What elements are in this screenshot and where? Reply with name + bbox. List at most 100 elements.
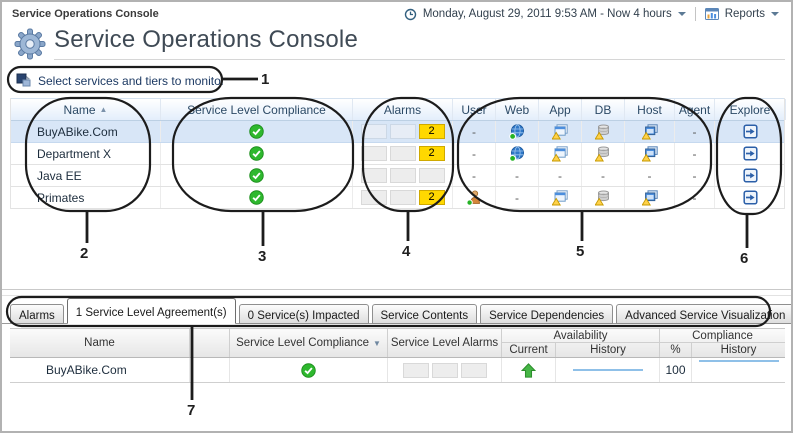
alarm-cell-empty: [389, 190, 416, 205]
column-header-service-level-compliance[interactable]: Service Level Compliance: [161, 99, 353, 120]
alarm-cell-empty: [460, 362, 487, 378]
column-header-name[interactable]: Name: [10, 329, 190, 357]
service-row[interactable]: Java EE------: [11, 165, 784, 187]
alarm-cell-empty: [360, 146, 387, 161]
app-tier-cell: [539, 121, 582, 142]
column-header-service-level-alarms[interactable]: Service Level Alarms: [388, 329, 502, 357]
up-arrow-icon: [521, 362, 536, 378]
select-services-icon: [16, 73, 32, 88]
compliance-cell: [161, 187, 353, 208]
tab-service-contents[interactable]: Service Contents: [371, 304, 478, 324]
column-header-availability-history[interactable]: History: [590, 344, 626, 357]
column-header-app[interactable]: App: [539, 99, 582, 120]
alarm-cells: 2: [360, 124, 445, 139]
topbar-divider: [694, 7, 696, 21]
service-name-cell[interactable]: BuyABike.Com: [11, 121, 161, 142]
column-header-db[interactable]: DB: [582, 99, 625, 120]
availability-history-cell[interactable]: [556, 358, 660, 382]
alarm-cells: 2: [360, 190, 445, 205]
tab-service-dependencies[interactable]: Service Dependencies: [480, 304, 614, 324]
no-data-dash: -: [692, 168, 697, 183]
user-tier-cell: -: [453, 165, 496, 186]
tab-alarms[interactable]: Alarms: [10, 304, 64, 324]
column-group-compliance: Compliance % History: [660, 329, 785, 357]
db-warning-icon: [595, 190, 611, 206]
alarm-cells: [402, 362, 487, 378]
time-range-selector[interactable]: Monday, August 29, 2011 9:53 AM - Now 4 …: [422, 8, 672, 20]
explore-cell[interactable]: [715, 143, 786, 164]
section-divider-2: [2, 295, 791, 296]
host-tier-cell: [625, 143, 675, 164]
column-header-alarms[interactable]: Alarms: [353, 99, 453, 120]
alarm-cell-empty: [418, 168, 445, 183]
column-header-explore[interactable]: Explore: [715, 99, 786, 120]
select-services-link[interactable]: Select services and tiers to monitor: [38, 73, 225, 88]
column-header-current[interactable]: Current: [502, 343, 556, 357]
alarm-cell-count[interactable]: 2: [418, 146, 445, 161]
check-icon: [249, 190, 264, 205]
sla-name-cell[interactable]: BuyABike.Com: [10, 358, 190, 382]
explore-icon[interactable]: [743, 190, 758, 205]
annotation-number-6: 6: [740, 250, 749, 267]
annotation-number-1: 1: [261, 71, 270, 88]
explore-icon[interactable]: [743, 168, 758, 183]
column-header-user[interactable]: User: [453, 99, 496, 120]
compliance-sparkline: [698, 360, 779, 362]
agent-tier-cell: -: [675, 187, 715, 208]
compliance-history-cell[interactable]: [692, 358, 785, 382]
tab-advanced-service-visualization[interactable]: Advanced Service Visualization: [616, 304, 791, 324]
column-header-percent[interactable]: %: [660, 343, 692, 357]
availability-group-label: Availability: [502, 329, 659, 344]
column-header-web[interactable]: Web: [496, 99, 539, 120]
time-range-dropdown-icon[interactable]: [677, 12, 686, 16]
alarm-cell-empty: [360, 190, 387, 205]
agent-tier-cell: -: [675, 165, 715, 186]
db-tier-cell: -: [582, 165, 625, 186]
service-name-cell[interactable]: Department X: [11, 143, 161, 164]
alarm-cells: 2: [360, 146, 445, 161]
no-data-dash: -: [558, 168, 562, 183]
explore-cell[interactable]: [715, 165, 786, 186]
explore-cell[interactable]: [715, 121, 786, 142]
reports-dropdown-icon[interactable]: [771, 12, 779, 16]
service-row[interactable]: Department X 2 - -: [11, 143, 784, 165]
title-rule: [54, 59, 785, 60]
app-warning-icon: [552, 189, 568, 206]
column-header-service-level-compliance[interactable]: Service Level Compliance▼: [230, 329, 388, 357]
explore-icon[interactable]: [743, 124, 758, 139]
user-tier-cell: [453, 187, 496, 208]
compliance-cell: [161, 143, 353, 164]
service-name-cell[interactable]: Primates: [11, 187, 161, 208]
no-data-dash: -: [472, 146, 476, 161]
tab-1-service-level-agreement-s-[interactable]: 1 Service Level Agreement(s): [66, 298, 236, 324]
topbar-controls: Monday, August 29, 2011 9:53 AM - Now 4 …: [404, 7, 779, 21]
annotation-number-2: 2: [80, 245, 89, 262]
alarms-cell: [353, 165, 453, 186]
column-header-compliance-history[interactable]: History: [720, 344, 757, 357]
alarm-cell-count[interactable]: 2: [418, 124, 445, 139]
db-tier-cell: [582, 143, 625, 164]
column-header-agent[interactable]: Agent: [675, 99, 715, 120]
column-header-host[interactable]: Host: [625, 99, 675, 120]
alarm-cell-empty: [389, 168, 416, 183]
reports-menu[interactable]: Reports: [724, 8, 765, 20]
no-data-dash: -: [472, 168, 476, 183]
explore-icon[interactable]: [743, 146, 758, 161]
tab-0-service-s-impacted[interactable]: 0 Service(s) Impacted: [238, 304, 369, 324]
compliance-group-label: Compliance: [660, 329, 785, 344]
alarm-cell-empty: [360, 168, 387, 183]
agent-tier-cell: -: [675, 143, 715, 164]
reports-icon: [704, 8, 719, 20]
explore-cell[interactable]: [715, 187, 786, 208]
alarms-cell: 2: [353, 143, 453, 164]
alarms-cell: 2: [353, 121, 453, 142]
service-name-cell[interactable]: Java EE: [11, 165, 161, 186]
db-tier-cell: [582, 187, 625, 208]
alarm-cell-count[interactable]: 2: [418, 190, 445, 205]
user-tier-cell: -: [453, 143, 496, 164]
column-header-name[interactable]: Name▲: [11, 99, 161, 120]
